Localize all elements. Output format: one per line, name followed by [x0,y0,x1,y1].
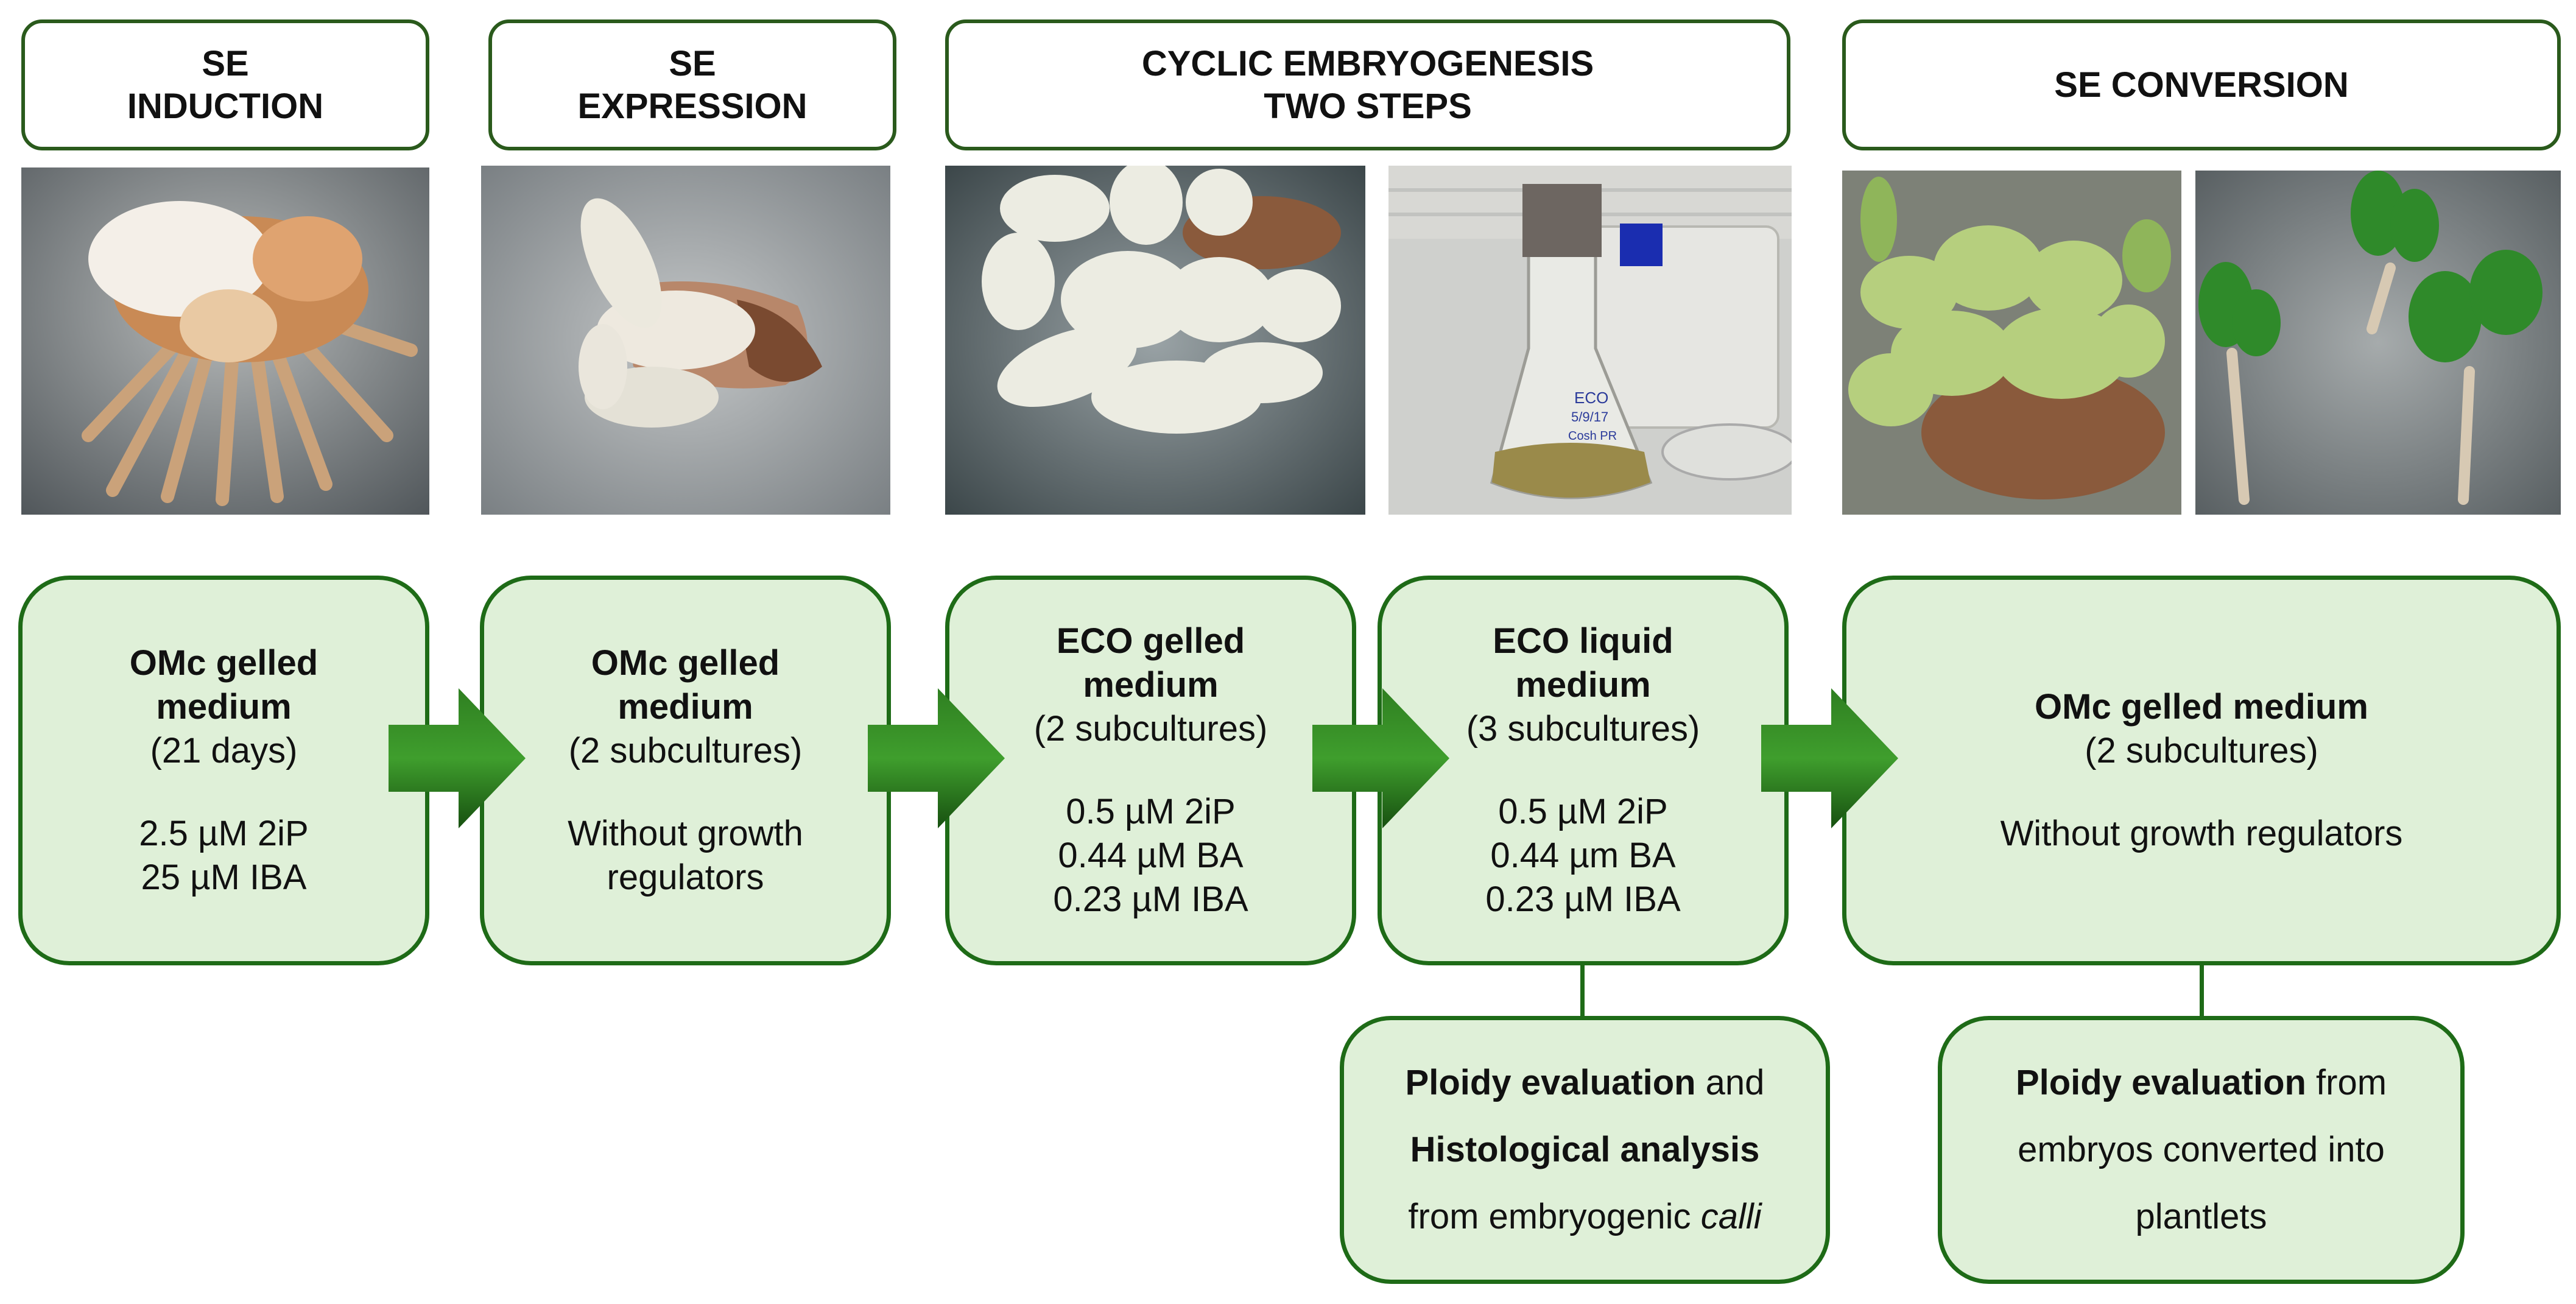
stage-title-line1: OMc gelled [591,643,780,683]
analysis-box-conversion: Ploidy evaluation from embryos converted… [1938,1016,2465,1284]
analysis-bold-1: Ploidy evaluation [2015,1062,2306,1102]
stage-regulator-2: 25 µM IBA [141,857,307,897]
stage-regulator-2: regulators [607,857,764,897]
stage-title-line1: ECO gelled [1056,621,1245,661]
photo-cyclic-liquid-flask: ECO 5/9/17 Cosh PR [1388,166,1792,515]
stage-detail: (2 subcultures) [2085,731,2318,771]
stage-regulator-3: 0.23 µM IBA [1053,879,1248,919]
flask-label-1: ECO [1574,389,1608,407]
analysis-box-cyclic: Ploidy evaluation and Histological analy… [1340,1016,1830,1284]
analysis-text-3: from embryogenic [1408,1197,1701,1237]
stage-title-line1: OMc gelled medium [2035,687,2368,727]
photo-se-expression [481,166,890,515]
flow-arrow-2 [868,688,1005,828]
analysis-text-1: from [2306,1062,2387,1102]
header-line2: EXPRESSION [577,86,808,126]
stage-detail: (2 subcultures) [568,731,803,771]
stage-detail: (21 days) [150,731,298,771]
photo-conversion-2 [2195,171,2561,515]
header-line1: SE CONVERSION [2054,65,2349,105]
stage-regulator-2: 0.44 µm BA [1490,835,1676,875]
stage-detail: (2 subcultures) [1033,709,1268,749]
stage-title-line2: medium [1083,665,1219,705]
header-line2: TWO STEPS [1264,86,1472,126]
stage-box-expression: OMc gelled medium (2 subcultures) Withou… [480,576,891,965]
header-cyclic-embryogenesis: CYCLIC EMBRYOGENESIS TWO STEPS [945,19,1790,150]
header-line2: INDUCTION [127,86,324,126]
photo-se-induction [21,167,429,515]
stage-box-cyclic-liquid: ECO liquid medium (3 subcultures) 0.5 µM… [1378,576,1789,965]
flask-label-2: 5/9/17 [1571,409,1608,425]
stage-box-conversion: OMc gelled medium (2 subcultures) Withou… [1842,576,2561,965]
header-se-expression: SE EXPRESSION [488,19,896,150]
header-line1: SE [669,43,716,83]
analysis-text-1: and [1695,1062,1765,1102]
flow-arrow-3 [1312,688,1449,828]
stage-regulator-1: Without growth regulators [2000,813,2403,853]
analysis-bold-1: Ploidy evaluation [1405,1062,1696,1102]
analysis-text-2: embryos converted into [2018,1129,2385,1169]
stage-title-line1: OMc gelled [129,643,318,683]
header-line1: CYCLIC EMBRYOGENESIS [1141,43,1594,83]
stage-title-line2: medium [156,687,292,727]
header-line1: SE [202,43,249,83]
header-se-induction: SE INDUCTION [21,19,429,150]
flask-label-3: Cosh PR [1568,429,1617,443]
analysis-text-3: plantlets [2135,1197,2267,1237]
analysis-italic-3: calli [1700,1197,1762,1237]
stage-regulator-1: Without growth [568,813,803,853]
stage-title-line2: medium [618,687,753,727]
stage-regulator-1: 0.5 µM 2iP [1066,792,1236,831]
stage-title-line2: medium [1515,665,1651,705]
flow-arrow-1 [389,688,526,828]
connector-conversion-to-analysis [2200,965,2204,1017]
photo-conversion-1 [1842,171,2181,515]
stage-box-cyclic-gelled: ECO gelled medium (2 subcultures) 0.5 µM… [945,576,1356,965]
stage-regulator-3: 0.23 µM IBA [1485,879,1681,919]
flow-arrow-4 [1761,688,1898,828]
photo-cyclic-gelled [945,166,1365,515]
connector-liquid-to-analysis [1580,965,1585,1017]
stage-detail: (3 subcultures) [1466,709,1700,749]
stage-title-line1: ECO liquid [1493,621,1673,661]
header-se-conversion: SE CONVERSION [1842,19,2561,150]
analysis-bold-2: Histological analysis [1410,1129,1760,1169]
stage-regulator-2: 0.44 µM BA [1058,835,1244,875]
stage-box-induction: OMc gelled medium (21 days) 2.5 µM 2iP 2… [18,576,429,965]
stage-regulator-1: 0.5 µM 2iP [1498,792,1668,831]
stage-regulator-1: 2.5 µM 2iP [139,813,309,853]
